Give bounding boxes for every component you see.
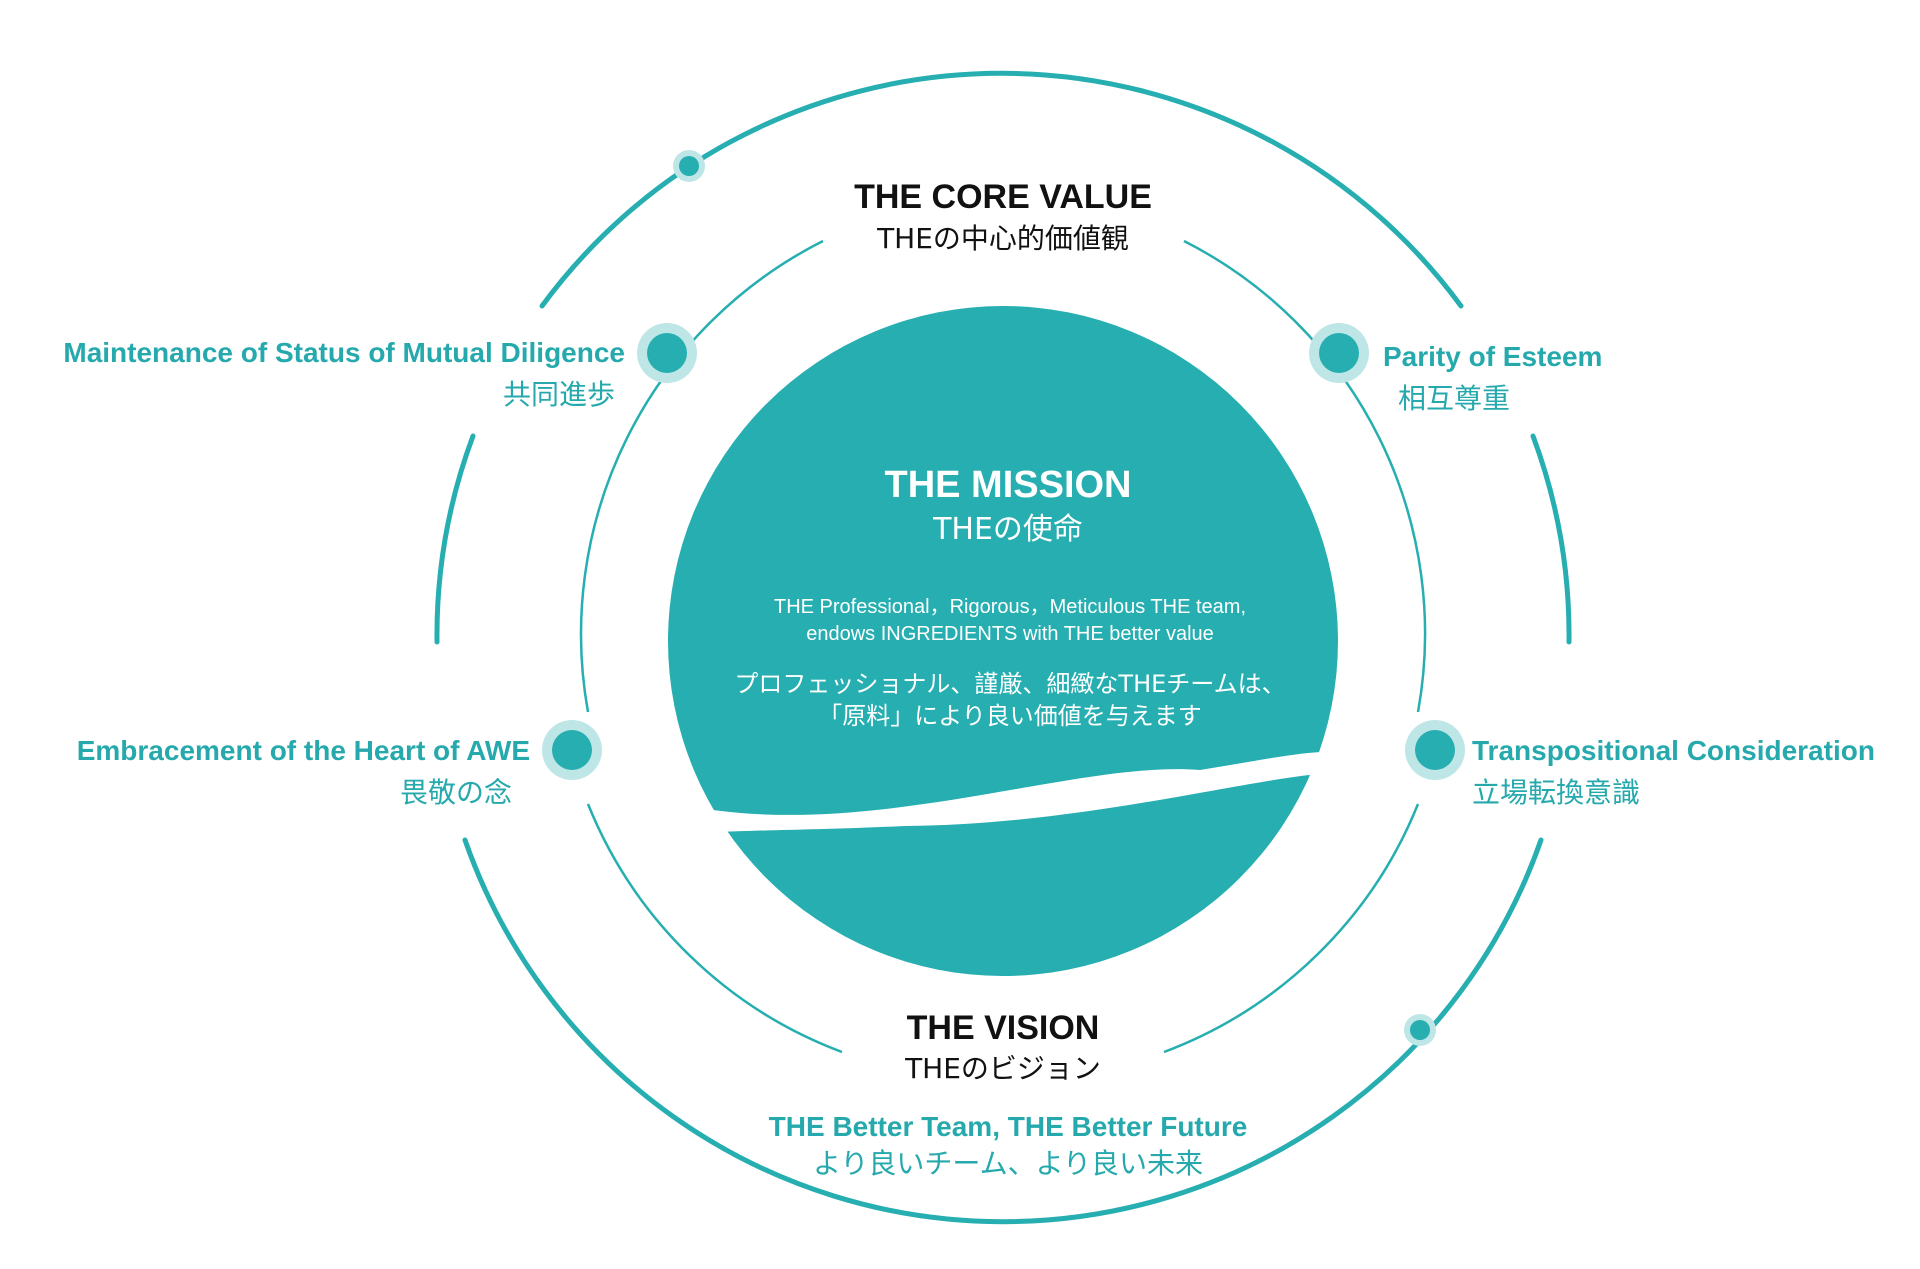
core-value-title: THE CORE VALUE [854, 178, 1152, 216]
value-heart-of-awe-en: Embracement of the Heart of AWE [76, 735, 530, 766]
mission-circle [668, 306, 1338, 976]
vision-slogan-en: THE Better Team, THE Better Future [768, 1111, 1248, 1142]
value-mutual-diligence-jp: 共同進歩 [502, 378, 615, 411]
outer-ring-left-arc [434, 433, 476, 645]
value-parity-of-esteem-en: Parity of Esteem [1383, 341, 1603, 372]
value-node-dot-left [542, 720, 602, 780]
mission-en-line-2: endows INGREDIENTS with THE better value [806, 623, 1214, 645]
inner-ring [579, 239, 1427, 1054]
mission-title: THE MISSION [884, 464, 1132, 506]
value-node-dot-top-right [1309, 323, 1369, 383]
mission-wave [700, 752, 1330, 832]
inner-ring-bottom-right-arc [1163, 803, 1420, 1054]
value-node-dot-right [1405, 720, 1465, 780]
value-node-dot-top-left [637, 323, 697, 383]
outer-ring-dot-top-left [673, 150, 705, 182]
vision-title: THE VISION [906, 1009, 1100, 1047]
inner-ring-bottom-left-arc [586, 803, 843, 1054]
inner-ring-top-left-arc [579, 239, 824, 713]
mission-jp-line-2: 「原料」により良い価値を与えます [818, 702, 1202, 730]
mission-subtitle: THEの使命 [933, 512, 1083, 547]
vision-subtitle: THEのビジョン [905, 1052, 1101, 1085]
outer-ring-right-arc [1530, 433, 1572, 645]
value-heart-of-awe-jp: 畏敬の念 [399, 776, 512, 809]
value-transpositional-en: Transpositional Consideration [1472, 735, 1875, 766]
core-value-subtitle: THEの中心的価値観 [877, 222, 1129, 255]
value-parity-of-esteem-jp: 相互尊重 [1398, 382, 1511, 415]
mission-en-line-1: THE Professional，Rigorous，Meticulous THE… [773, 596, 1247, 618]
outer-ring-top-arc [539, 70, 1464, 309]
outer-ring-dot-bottom-right [1404, 1014, 1436, 1046]
vision-slogan-jp: より良いチーム、より良い未来 [812, 1147, 1204, 1180]
value-mutual-diligence-en: Maintenance of Status of Mutual Diligenc… [63, 337, 625, 368]
inner-ring-top-right-arc [1183, 239, 1427, 713]
mission-jp-line-1: プロフェッショナル、謹厳、細緻なTHEチームは、 [734, 670, 1286, 698]
value-transpositional-jp: 立場転換意識 [1472, 776, 1641, 809]
